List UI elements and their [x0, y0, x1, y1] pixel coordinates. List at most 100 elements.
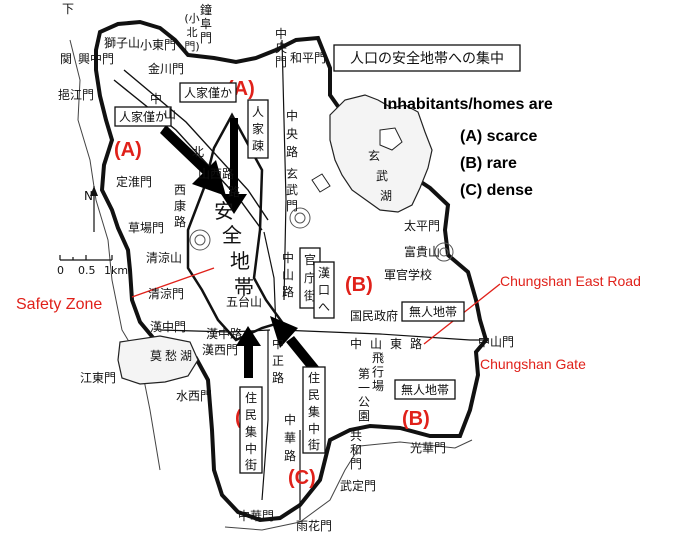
zhongshan-north-road-2 [123, 69, 269, 221]
label-xikanglu: 西康路 [174, 183, 186, 229]
label-hanximen: 漢西門 [202, 343, 238, 357]
legend-heading: Inhabitants/homes are [383, 96, 553, 113]
arrow-a-north [221, 118, 247, 214]
legend-a: (A) scarce [460, 128, 537, 145]
label-zhongyanglu: 中央路 [286, 108, 298, 159]
zhongyang-road [281, 39, 287, 301]
box-to-hankou-text: 漢口へ [318, 266, 330, 314]
marker-c-right: (C) [288, 467, 316, 489]
zhongshan-east-road [279, 329, 486, 341]
label-wutaishan: 五台山 [226, 294, 262, 309]
label-gonghemen: 共和門 [350, 429, 362, 471]
label-xia: 下 [62, 2, 74, 16]
zone-char-3: 地 [230, 249, 250, 273]
lake-island-2 [311, 173, 331, 193]
label-diyigongyuan: 第一公園 [358, 367, 370, 423]
hanzhong-road [159, 329, 271, 333]
box-scarce-top-text: 人家僅か [184, 85, 232, 100]
label-yuhuamen: 雨花門 [296, 518, 332, 533]
label-zhongyang: 中央門 [275, 26, 287, 69]
box-no-man-2-text: 無人地帯 [401, 382, 449, 397]
arrow-c-southeast [270, 316, 320, 374]
zhongzheng-road [261, 330, 269, 501]
scale-tick-05: 0.5 [78, 264, 96, 277]
title-box [333, 44, 521, 72]
label-caochangmen: 草場門 [128, 221, 164, 235]
label-jiangdongmen: 江東門 [80, 371, 116, 385]
box-no-man-2 [394, 379, 456, 400]
label-zhongzhenglu: 中正路 [272, 336, 284, 385]
label-hepingmen: 和平門 [290, 51, 326, 65]
label-wudingmen: 武定門 [340, 478, 376, 493]
chungshan-gate-label: Chungshan Gate [480, 356, 586, 372]
label-zhonghualu: 中華路 [284, 412, 296, 463]
label-shuiximen: 水西門 [176, 389, 212, 403]
box-to-hankou [313, 261, 335, 319]
legend-c: (C) dense [460, 182, 533, 199]
label-guan: 関 [60, 52, 72, 66]
zhongshan-north-road [113, 79, 263, 231]
marker-a-left: (A) [114, 139, 142, 161]
hill-east [434, 242, 454, 262]
label-xingzhongmen: 興中門 [78, 51, 114, 66]
box-scarce-top [179, 82, 237, 103]
zone-char-4: 帯 [234, 275, 254, 299]
hill-fugui [289, 207, 311, 229]
scale-tick-1km: 1km [104, 264, 128, 277]
label-xiaotaomen: 小東門 [140, 38, 176, 52]
label-shanxilu: 山西路 [198, 166, 234, 181]
mochou-lake [117, 335, 199, 385]
label-zhongshandonglu: 中山東路 [350, 336, 430, 351]
label-zhonghuamen: 中華門 [238, 508, 274, 523]
lake-island [379, 127, 403, 151]
label-junguanxuexiao: 軍官学校 [384, 267, 432, 282]
label-jinchuanmen: 金川門 [148, 61, 184, 76]
zhongshan-road [263, 231, 277, 331]
box-homes-sparse [247, 99, 269, 159]
label-qingliangmen: 清涼門 [148, 286, 184, 301]
box-no-man-1 [401, 301, 465, 322]
label-zhongshanbeilu: 中山北路 [150, 91, 240, 199]
hill-qingliang [189, 229, 211, 251]
label-haojiangmen: 挹江門 [58, 87, 94, 102]
box-dense-2-text: 住民集中街 [308, 371, 320, 452]
label-zhongshanlu: 中山路 [282, 250, 294, 299]
box-homes-sparse-text: 人家疎 [252, 105, 264, 153]
label-mochouhu: 莫愁湖 [150, 348, 195, 363]
marker-b-center: (B) [345, 274, 373, 296]
zone-char-1: 安 [214, 199, 234, 223]
label-guanghuamen: 光華門 [410, 441, 446, 455]
box-gov-street-text: 官庁街 [304, 252, 316, 303]
zone-char-2: 全 [222, 223, 242, 247]
label-dingximen: 定淮門 [116, 174, 152, 189]
legend-b: (B) rare [460, 155, 517, 172]
scale-tick-0: 0 [57, 264, 64, 277]
chungshan-east-road-label: Chungshan East Road [500, 273, 641, 289]
label-feixingchang: 飛行場 [372, 351, 384, 393]
box-scarce-left [114, 106, 172, 127]
safety-zone-leader [131, 267, 215, 298]
label-guominzhengfu: 国民政府 [350, 308, 398, 323]
box-no-man-1-text: 無人地帯 [409, 304, 457, 319]
label-fuguishan: 富貴山 [404, 244, 440, 259]
north-label: N [84, 189, 93, 203]
label-taipingmen: 太平門 [404, 218, 440, 233]
north-arrow [90, 186, 98, 232]
box-dense-2 [302, 366, 326, 454]
box-scarce-left-text: 人家僅か [119, 109, 167, 124]
safety-zone-boundary [186, 112, 285, 342]
arrow-c-south [236, 326, 261, 378]
moat-south [224, 439, 473, 531]
xuanwu-lake [329, 94, 433, 213]
label-hanzhonglu: 漢中路 [206, 326, 242, 341]
label-xuanwumen: 玄武門 [286, 166, 298, 213]
label-zhongshanmen: 中山門 [478, 334, 514, 349]
label-hanzhongmen: 漢中門 [150, 319, 186, 334]
safety-zone-label: Safety Zone [16, 296, 102, 313]
label-zhonglou: 鐘阜門 [200, 2, 212, 45]
box-dense-1-text: 住民集中街 [245, 391, 257, 472]
label-xiaobei: (小北門) [184, 12, 199, 53]
scale-bar [59, 255, 113, 261]
map-title: 人口の安全地帯への集中 [350, 50, 504, 67]
